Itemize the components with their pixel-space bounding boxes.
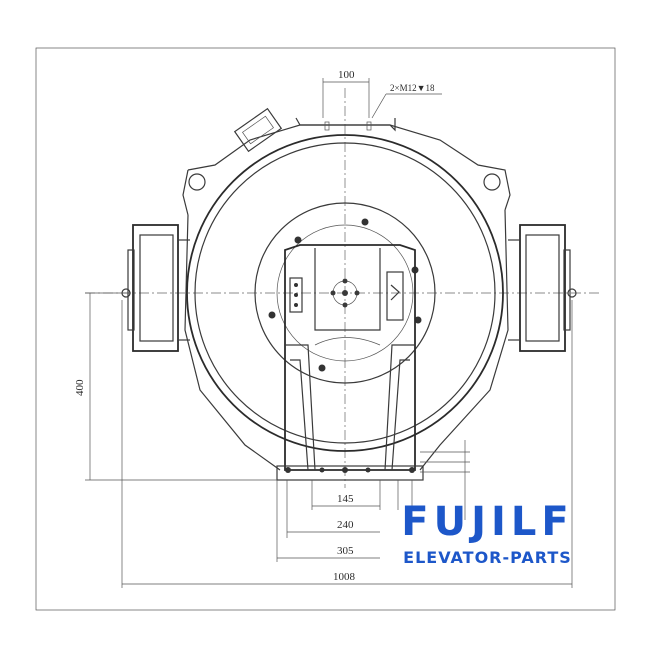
bracket-inner: [314, 248, 381, 331]
brand-subtitle: ELEVATOR-PARTS: [403, 548, 572, 567]
junction-box: [233, 107, 283, 153]
hub-bolt: [342, 302, 348, 308]
top-bolt-right: [366, 121, 372, 131]
hub-bolt: [330, 290, 336, 296]
disk-bolt: [414, 316, 422, 324]
housing-outline: [182, 124, 511, 471]
brand-name: FUJILF: [401, 499, 574, 545]
inner-disk-circle: [254, 202, 436, 384]
traction-sheave-circle: [194, 142, 496, 444]
brand-logo: FUJILF ELEVATOR-PARTS: [380, 500, 595, 568]
leg-bolt: [342, 467, 348, 473]
window-mark: [390, 284, 400, 301]
leg-bolt: [365, 467, 371, 473]
leg-bolt: [409, 467, 415, 473]
base-plate: [276, 465, 424, 481]
bracket-slot-left: [289, 277, 303, 313]
dim-1008-label: 1008: [333, 571, 356, 583]
arc-between-legs: [314, 337, 381, 346]
dim-240-label: 240: [337, 519, 354, 531]
brake-left: [121, 224, 190, 352]
inner-ring-circle: [276, 224, 414, 362]
disk-bolt: [318, 364, 326, 372]
disk-bolt: [361, 218, 369, 226]
bracket-window-right: [386, 271, 404, 321]
leg-right: [384, 344, 415, 471]
leg-bolt: [319, 467, 325, 473]
outer-housing-circle: [186, 134, 504, 452]
hub-bolt: [354, 290, 360, 296]
support-bracket: [284, 244, 416, 471]
top-bolt-left: [324, 121, 330, 131]
disk-bolt: [294, 236, 302, 244]
disk-bolt: [268, 311, 276, 319]
bolt-note-label: 2×M12▼18: [390, 83, 435, 93]
hub-center: [342, 290, 348, 296]
slot-dot: [294, 283, 298, 287]
dim-100-label: 100: [338, 69, 355, 81]
base-step-marks: [420, 451, 470, 473]
lifting-eye-left: [188, 173, 206, 191]
hub-bolt: [342, 278, 348, 284]
slot-dot: [294, 293, 298, 297]
lifting-eye-right: [483, 173, 501, 191]
leg-left: [285, 344, 316, 471]
bolt-note-leader: [371, 93, 387, 119]
dim-145-label: 145: [337, 493, 354, 505]
leg-bolt: [285, 467, 291, 473]
drawing-frame: [35, 47, 616, 611]
brake-right: [508, 224, 577, 352]
housing-top: [295, 117, 396, 132]
dim-400-label: 400: [74, 379, 86, 396]
slot-dot: [294, 303, 298, 307]
dim-305-label: 305: [337, 545, 354, 557]
